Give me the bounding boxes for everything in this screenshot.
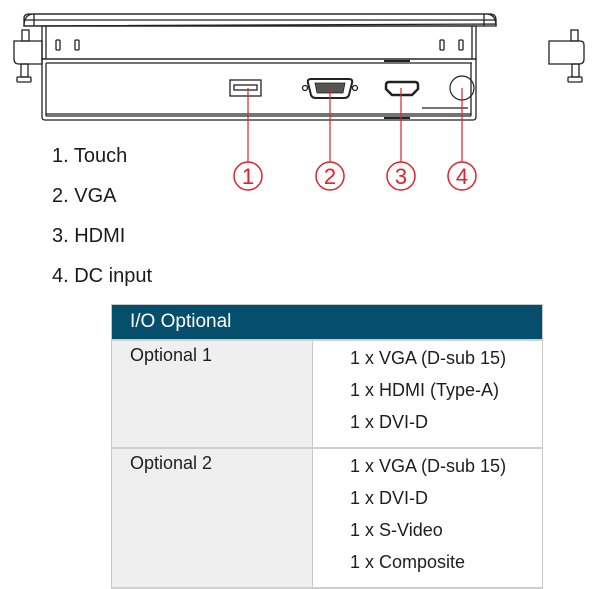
callout-lines [247,88,463,162]
ports [229,75,475,101]
device-outline [13,13,585,121]
upper-housing [41,25,477,60]
right-mount-bracket [548,29,585,83]
io-optional-table: I/O Optional Optional 1 1 x VGA (D-sub 1… [111,304,543,589]
group-items: 1 x VGA (D-sub 15) 1 x DVI-D 1 x S-Video… [312,447,543,589]
legend-item-hdmi: 3. HDMI [52,225,126,247]
callout-number-2: 2 [324,164,336,189]
touch-usb-port [229,79,262,97]
port-legend: 1. Touch 2. VGA 3. HDMI 4. DC input [52,136,152,296]
group-label: Optional 2 [111,447,313,589]
callout-number-4: 4 [456,164,468,189]
legend-item-vga: 2. VGA [52,185,117,207]
callout-marker-2: 2 [315,161,345,191]
table-row-optional-1: Optional 1 1 x VGA (D-sub 15) 1 x HDMI (… [111,339,543,448]
vent-slot [458,39,464,51]
io-item: 1 x VGA (D-sub 15) [350,348,507,368]
group-items: 1 x VGA (D-sub 15) 1 x HDMI (Type-A) 1 x… [312,339,543,448]
rear-panel-diagram: 1 2 3 4 [13,13,585,191]
callout-marker-4: 4 [447,161,477,191]
callout-marker-3: 3 [386,161,416,191]
left-mount-bracket [13,29,43,83]
io-item: 1 x Composite [350,552,466,572]
io-item: 1 x VGA (D-sub 15) [350,456,507,476]
callout-marker-1: 1 [233,161,263,191]
legend-item-dc-input: 4. DC input [52,265,153,287]
io-item: 1 x S-Video [350,520,443,540]
io-item: 1 x DVI-D [350,488,429,508]
hdmi-port [384,80,420,97]
io-item: 1 x HDMI (Type-A) [350,380,500,400]
vent-slot [74,39,80,51]
vent-slot [55,39,61,51]
table-header-row: I/O Optional [111,304,543,340]
callout-number-3: 3 [395,164,407,189]
vent-slot [439,39,445,51]
lower-housing [41,58,477,121]
legend-item-touch: 1. Touch [52,145,128,167]
callout-markers: 1 2 3 4 [233,161,477,191]
table-row-optional-2: Optional 2 1 x VGA (D-sub 15) 1 x DVI-D … [111,447,543,589]
callout-number-1: 1 [242,164,254,189]
group-label: Optional 1 [111,339,313,448]
table-header: I/O Optional [111,304,543,340]
io-item: 1 x DVI-D [350,412,429,432]
